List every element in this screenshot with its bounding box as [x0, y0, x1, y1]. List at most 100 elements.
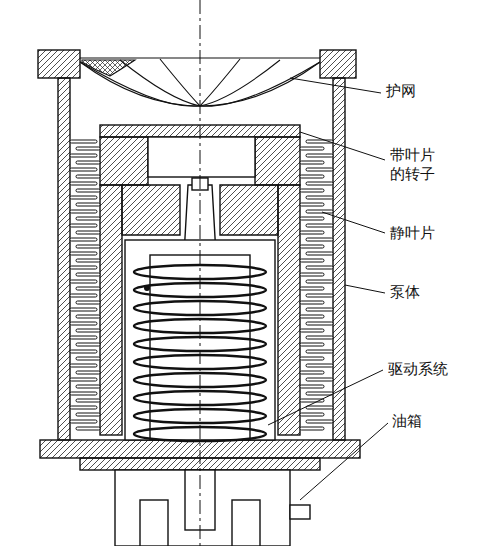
rotor-blade [300, 273, 324, 276]
stator-blade [306, 154, 333, 157]
stator-blade [306, 364, 333, 367]
rotor-hub [122, 185, 180, 235]
rotor-blade [300, 175, 324, 178]
stator-blade [70, 140, 97, 143]
stator-blade [306, 266, 333, 269]
blades [70, 140, 333, 430]
rotor-blade [76, 175, 100, 178]
stator-blade [70, 224, 97, 227]
stator-blade [306, 350, 333, 353]
rotor-blade [300, 371, 324, 374]
stator-blade [306, 238, 333, 241]
rotor-blade [76, 231, 100, 234]
stator-blade [70, 238, 97, 241]
rotor-blade [300, 161, 324, 164]
stator-blade [70, 168, 97, 171]
part-label: 带叶片 的转子 [388, 146, 446, 184]
stator-blade [70, 322, 97, 325]
rotor-blade [76, 259, 100, 262]
stator-blade [306, 308, 333, 311]
rotor-blade [76, 273, 100, 276]
stator-blade [306, 280, 333, 283]
stator-blade [306, 322, 333, 325]
rotor-blade [76, 287, 100, 290]
stator-blade [306, 378, 333, 381]
part-label: 油箱 [390, 412, 424, 431]
rotor-blade [300, 217, 324, 220]
stator-blade [70, 392, 97, 395]
oil-tank-part [232, 500, 260, 546]
rotor-blade [300, 301, 324, 304]
stator-blade [70, 420, 97, 423]
rotor-blade [76, 245, 100, 248]
stator-blade [70, 336, 97, 339]
rotor-blade [300, 357, 324, 360]
rotor-cavity [148, 137, 255, 177]
leader-lines [268, 78, 388, 500]
stator-blade [70, 196, 97, 199]
flange [38, 50, 80, 78]
rotor-blade [300, 287, 324, 290]
rotor-blade [300, 189, 324, 192]
rotor-wall [278, 185, 300, 435]
oil-tank-part [140, 500, 168, 546]
stator-blade [306, 196, 333, 199]
oil-tank [115, 470, 290, 546]
stator-blade [70, 266, 97, 269]
rotor-blade [76, 385, 100, 388]
stator-blade [70, 280, 97, 283]
stator-blade [306, 336, 333, 339]
rotor-hub [220, 185, 278, 235]
rotor-blade [300, 343, 324, 346]
part-label: 静叶片 [388, 224, 437, 243]
rotor-blade [76, 371, 100, 374]
rotor-blade [76, 329, 100, 332]
stator-blade [306, 210, 333, 213]
stator-blade [70, 406, 97, 409]
rotor-blade [76, 315, 100, 318]
flange [320, 50, 356, 78]
stator-blade [306, 252, 333, 255]
oil-outlet [290, 505, 310, 519]
rotor-blade [76, 189, 100, 192]
rotor-blade [300, 413, 324, 416]
part-label: 护网 [384, 82, 418, 101]
stator-blade [306, 420, 333, 423]
stator-blade [70, 294, 97, 297]
stator-blade [306, 294, 333, 297]
stator-blade [70, 154, 97, 157]
stator-blade [306, 392, 333, 395]
rotor-blade [300, 385, 324, 388]
rotor-blade [76, 203, 100, 206]
coil-end [144, 285, 150, 291]
rotor-wall [100, 185, 122, 435]
stator-blade [70, 252, 97, 255]
stator-blade [70, 210, 97, 213]
part-label: 泵体 [388, 283, 422, 302]
pump-body-wall [58, 78, 70, 440]
rotor-blade [76, 357, 100, 360]
rotor-blade [76, 147, 100, 150]
rotor-blade [300, 203, 324, 206]
stator-blade [70, 308, 97, 311]
rotor-blade [76, 399, 100, 402]
stator-blade [306, 182, 333, 185]
rotor-blade [300, 329, 324, 332]
rotor-blade [300, 427, 324, 430]
stator-blade [70, 364, 97, 367]
pump-body-wall [333, 78, 345, 440]
rotor-blade [76, 161, 100, 164]
stator-blade [306, 224, 333, 227]
rotor-blade [300, 315, 324, 318]
stator-blade [70, 182, 97, 185]
stator-blade [70, 378, 97, 381]
rotor-blade [76, 343, 100, 346]
rotor-blade [76, 413, 100, 416]
rotor-blade [300, 245, 324, 248]
rotor-blade [300, 259, 324, 262]
rotor-blade [76, 217, 100, 220]
rotor-hub [255, 137, 300, 185]
rotor-hub [100, 137, 148, 185]
rotor-blade [300, 231, 324, 234]
